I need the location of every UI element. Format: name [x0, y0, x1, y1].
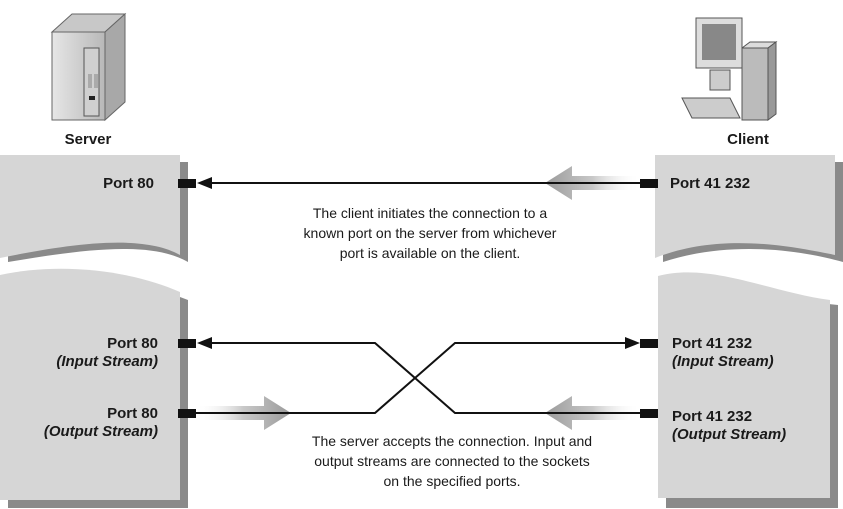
client-input-stream-label: (Input Stream): [672, 353, 774, 370]
server-label: Server: [65, 131, 112, 148]
caption-line: The server accepts the connection. Input…: [312, 433, 592, 449]
client-port-socket: [640, 179, 658, 188]
client-output-port-label: Port 41 232: [672, 408, 752, 425]
server-output-port-label: Port 80: [107, 405, 158, 422]
server-input-port-label: Port 80: [107, 335, 158, 352]
client-input-socket: [640, 339, 658, 348]
server-port-socket: [178, 179, 196, 188]
arrowhead-left-icon: [197, 177, 212, 189]
server-output-stream-label: (Output Stream): [44, 423, 158, 440]
client-output-socket: [640, 409, 658, 418]
server-tower-icon: [50, 12, 127, 122]
caption-line: The client initiates the connection to a: [313, 205, 547, 221]
server-panel-step1: [0, 155, 188, 262]
client-panel-step2: [658, 272, 838, 508]
desktop-computer-icon: [681, 17, 778, 121]
server-panel-step2: [0, 268, 188, 508]
caption-line: port is available on the client.: [340, 245, 521, 261]
client-panel-step1: [655, 155, 843, 262]
stream-line: [210, 342, 640, 414]
server-output-socket: [178, 409, 196, 418]
server-input-socket: [178, 339, 196, 348]
arrowhead-right-icon: [625, 337, 640, 349]
caption-line: known port on the server from whichever: [304, 225, 557, 241]
server-input-stream-label: (Input Stream): [56, 353, 158, 370]
caption-line: output streams are connected to the sock…: [314, 453, 590, 469]
client-input-port-label: Port 41 232: [672, 335, 752, 352]
stream-line: [196, 342, 626, 414]
caption-line: on the specified ports.: [384, 473, 521, 489]
client-port-label: Port 41 232: [670, 175, 750, 192]
client-label: Client: [727, 131, 769, 148]
client-output-stream-label: (Output Stream): [672, 426, 786, 443]
arrowhead-left-icon: [197, 337, 212, 349]
server-port-label: Port 80: [103, 175, 154, 192]
